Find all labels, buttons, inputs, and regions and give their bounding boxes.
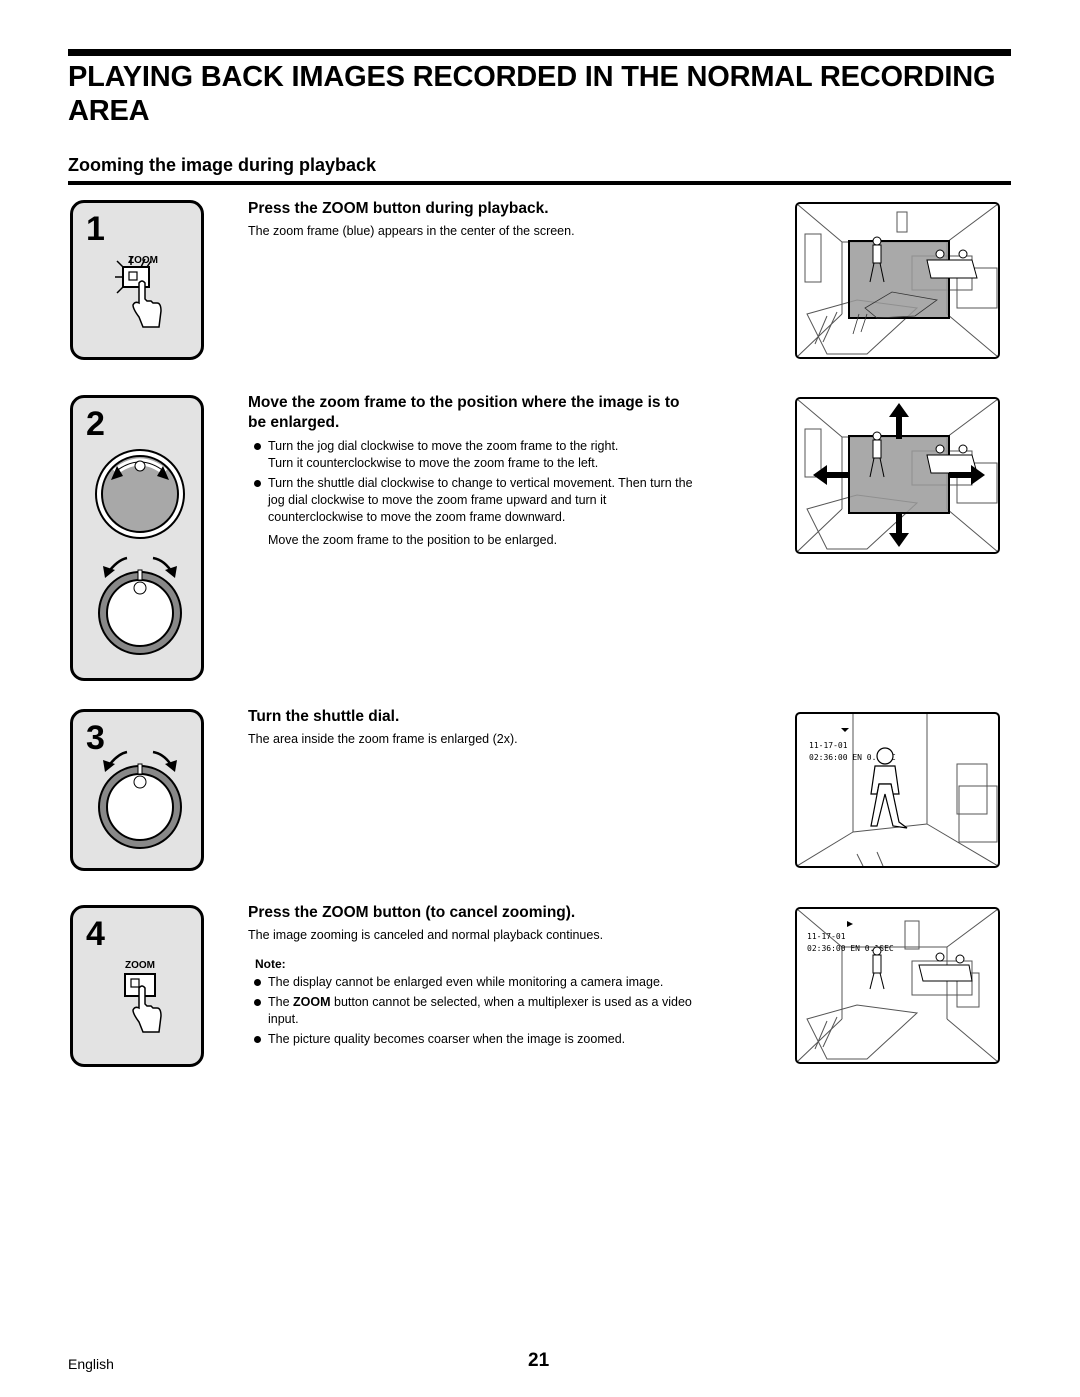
section-rule xyxy=(68,181,1011,185)
pressing-hand-icon xyxy=(132,985,162,1033)
direction-arrow-icon xyxy=(813,403,985,547)
pressing-hand-icon xyxy=(132,280,162,328)
step-2-heading: Move the zoom frame to the position wher… xyxy=(248,394,680,431)
step-1-description: The zoom frame (blue) appears in the cen… xyxy=(248,224,575,238)
note-label: Note: xyxy=(255,957,286,971)
step-2-after-bullets: Move the zoom frame to the position to b… xyxy=(268,533,558,547)
step-4-description: The image zooming is canceled and normal… xyxy=(248,928,604,942)
note-bullets: The display cannot be enlarged even whil… xyxy=(252,974,757,1051)
osd-time: 02:36:00 EN 0.1SEC xyxy=(809,753,896,762)
bullet-item: Turn the shuttle dial clockwise to chang… xyxy=(252,475,757,526)
person-enlarged xyxy=(870,747,908,829)
zoom-button-label: ZOOM xyxy=(125,960,155,971)
step-1-heading: Press the ZOOM button during playback. xyxy=(248,200,549,217)
osd-time: 02:36:00 EN 0.1SEC xyxy=(807,944,894,953)
zoom-frame-move-illustration xyxy=(795,397,1000,554)
zoom-button-icon: ZOOM xyxy=(124,960,162,1033)
step-1-box: 1 ZOOM xyxy=(70,200,204,360)
step-number: 1 xyxy=(86,210,105,248)
jog-dial-icon xyxy=(95,449,185,539)
zoom-frame xyxy=(848,435,950,514)
step-4-heading: Press the ZOOM button (to cancel zooming… xyxy=(248,904,576,921)
note-item: The ZOOM button cannot be selected, when… xyxy=(252,994,757,1028)
step-3-box: 3 xyxy=(70,709,204,871)
note-item: The picture quality becomes coarser when… xyxy=(252,1031,757,1048)
bullet-item: Turn the jog dial clockwise to move the … xyxy=(252,438,757,472)
shuttle-dial-icon xyxy=(98,750,182,849)
zoom-frame xyxy=(848,240,950,319)
zoom-button-icon: ZOOM xyxy=(115,255,162,328)
step-number: 4 xyxy=(86,915,105,953)
step-number: 2 xyxy=(86,405,105,443)
step-2-bullets: Turn the jog dial clockwise to move the … xyxy=(252,438,757,529)
osd-date: 11-17-01 xyxy=(809,741,848,750)
shuttle-dial-icon xyxy=(98,556,182,655)
page-number: 21 xyxy=(528,1350,550,1371)
section-title: Zooming the image during playback xyxy=(68,155,377,175)
zoom-button-label: ZOOM xyxy=(128,255,158,266)
zoom-frame-center-illustration xyxy=(795,202,1000,359)
footer-language: English xyxy=(68,1356,114,1372)
step-3-description: The area inside the zoom frame is enlarg… xyxy=(248,732,518,746)
enlarged-image-illustration: 11-17-01 02:36:00 EN 0.1SEC xyxy=(795,712,1000,868)
top-rule xyxy=(68,49,1011,56)
osd-date: 11-17-01 xyxy=(807,932,846,941)
step-number: 3 xyxy=(86,719,105,757)
note-item: The display cannot be enlarged even whil… xyxy=(252,974,757,991)
page-title: PLAYING BACK IMAGES RECORDED IN THE NORM… xyxy=(68,61,996,127)
step-2-box: 2 xyxy=(70,395,204,681)
normal-playback-illustration: 11-17-01 02:36:00 EN 0.1SEC xyxy=(795,907,1000,1064)
step-3-heading: Turn the shuttle dial. xyxy=(248,708,400,725)
step-4-box: 4 ZOOM xyxy=(70,905,204,1067)
